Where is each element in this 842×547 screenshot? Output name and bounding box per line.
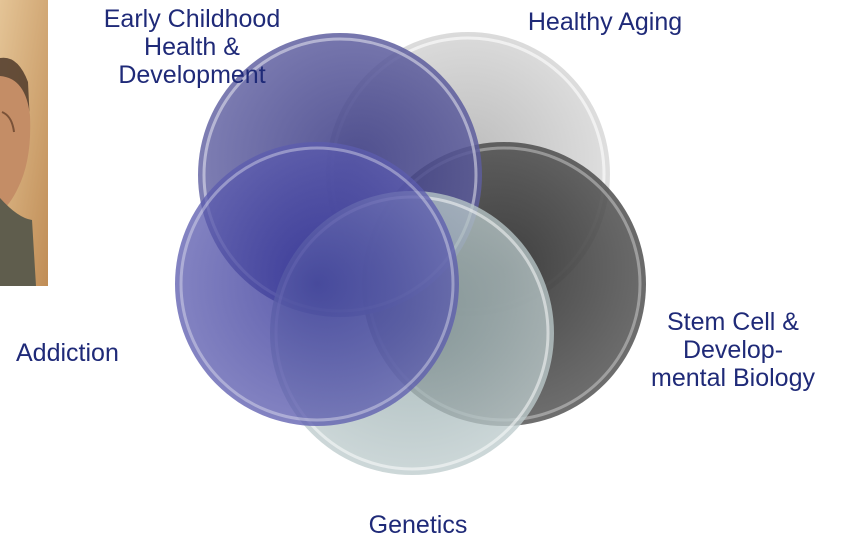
label-early-childhood-line2: Health & [144,33,240,61]
label-stem-cell-line3: mental Biology [651,364,815,392]
person-photo-icon [0,0,48,286]
label-early-childhood-line3: Development [118,61,266,89]
label-stem-cell-line1: Stem Cell & [667,308,799,336]
label-early-childhood: Early Childhood Health & Development [72,5,312,89]
person-photo [0,0,48,286]
label-healthy-aging: Healthy Aging [527,8,683,36]
label-stem-cell: Stem Cell & Develop- mental Biology [628,308,838,392]
circle-addiction [175,142,459,426]
label-stem-cell-line2: Develop- [682,336,784,364]
label-addiction: Addiction [16,339,119,367]
label-genetics: Genetics [368,511,468,539]
label-early-childhood-line1: Early Childhood [103,5,281,33]
